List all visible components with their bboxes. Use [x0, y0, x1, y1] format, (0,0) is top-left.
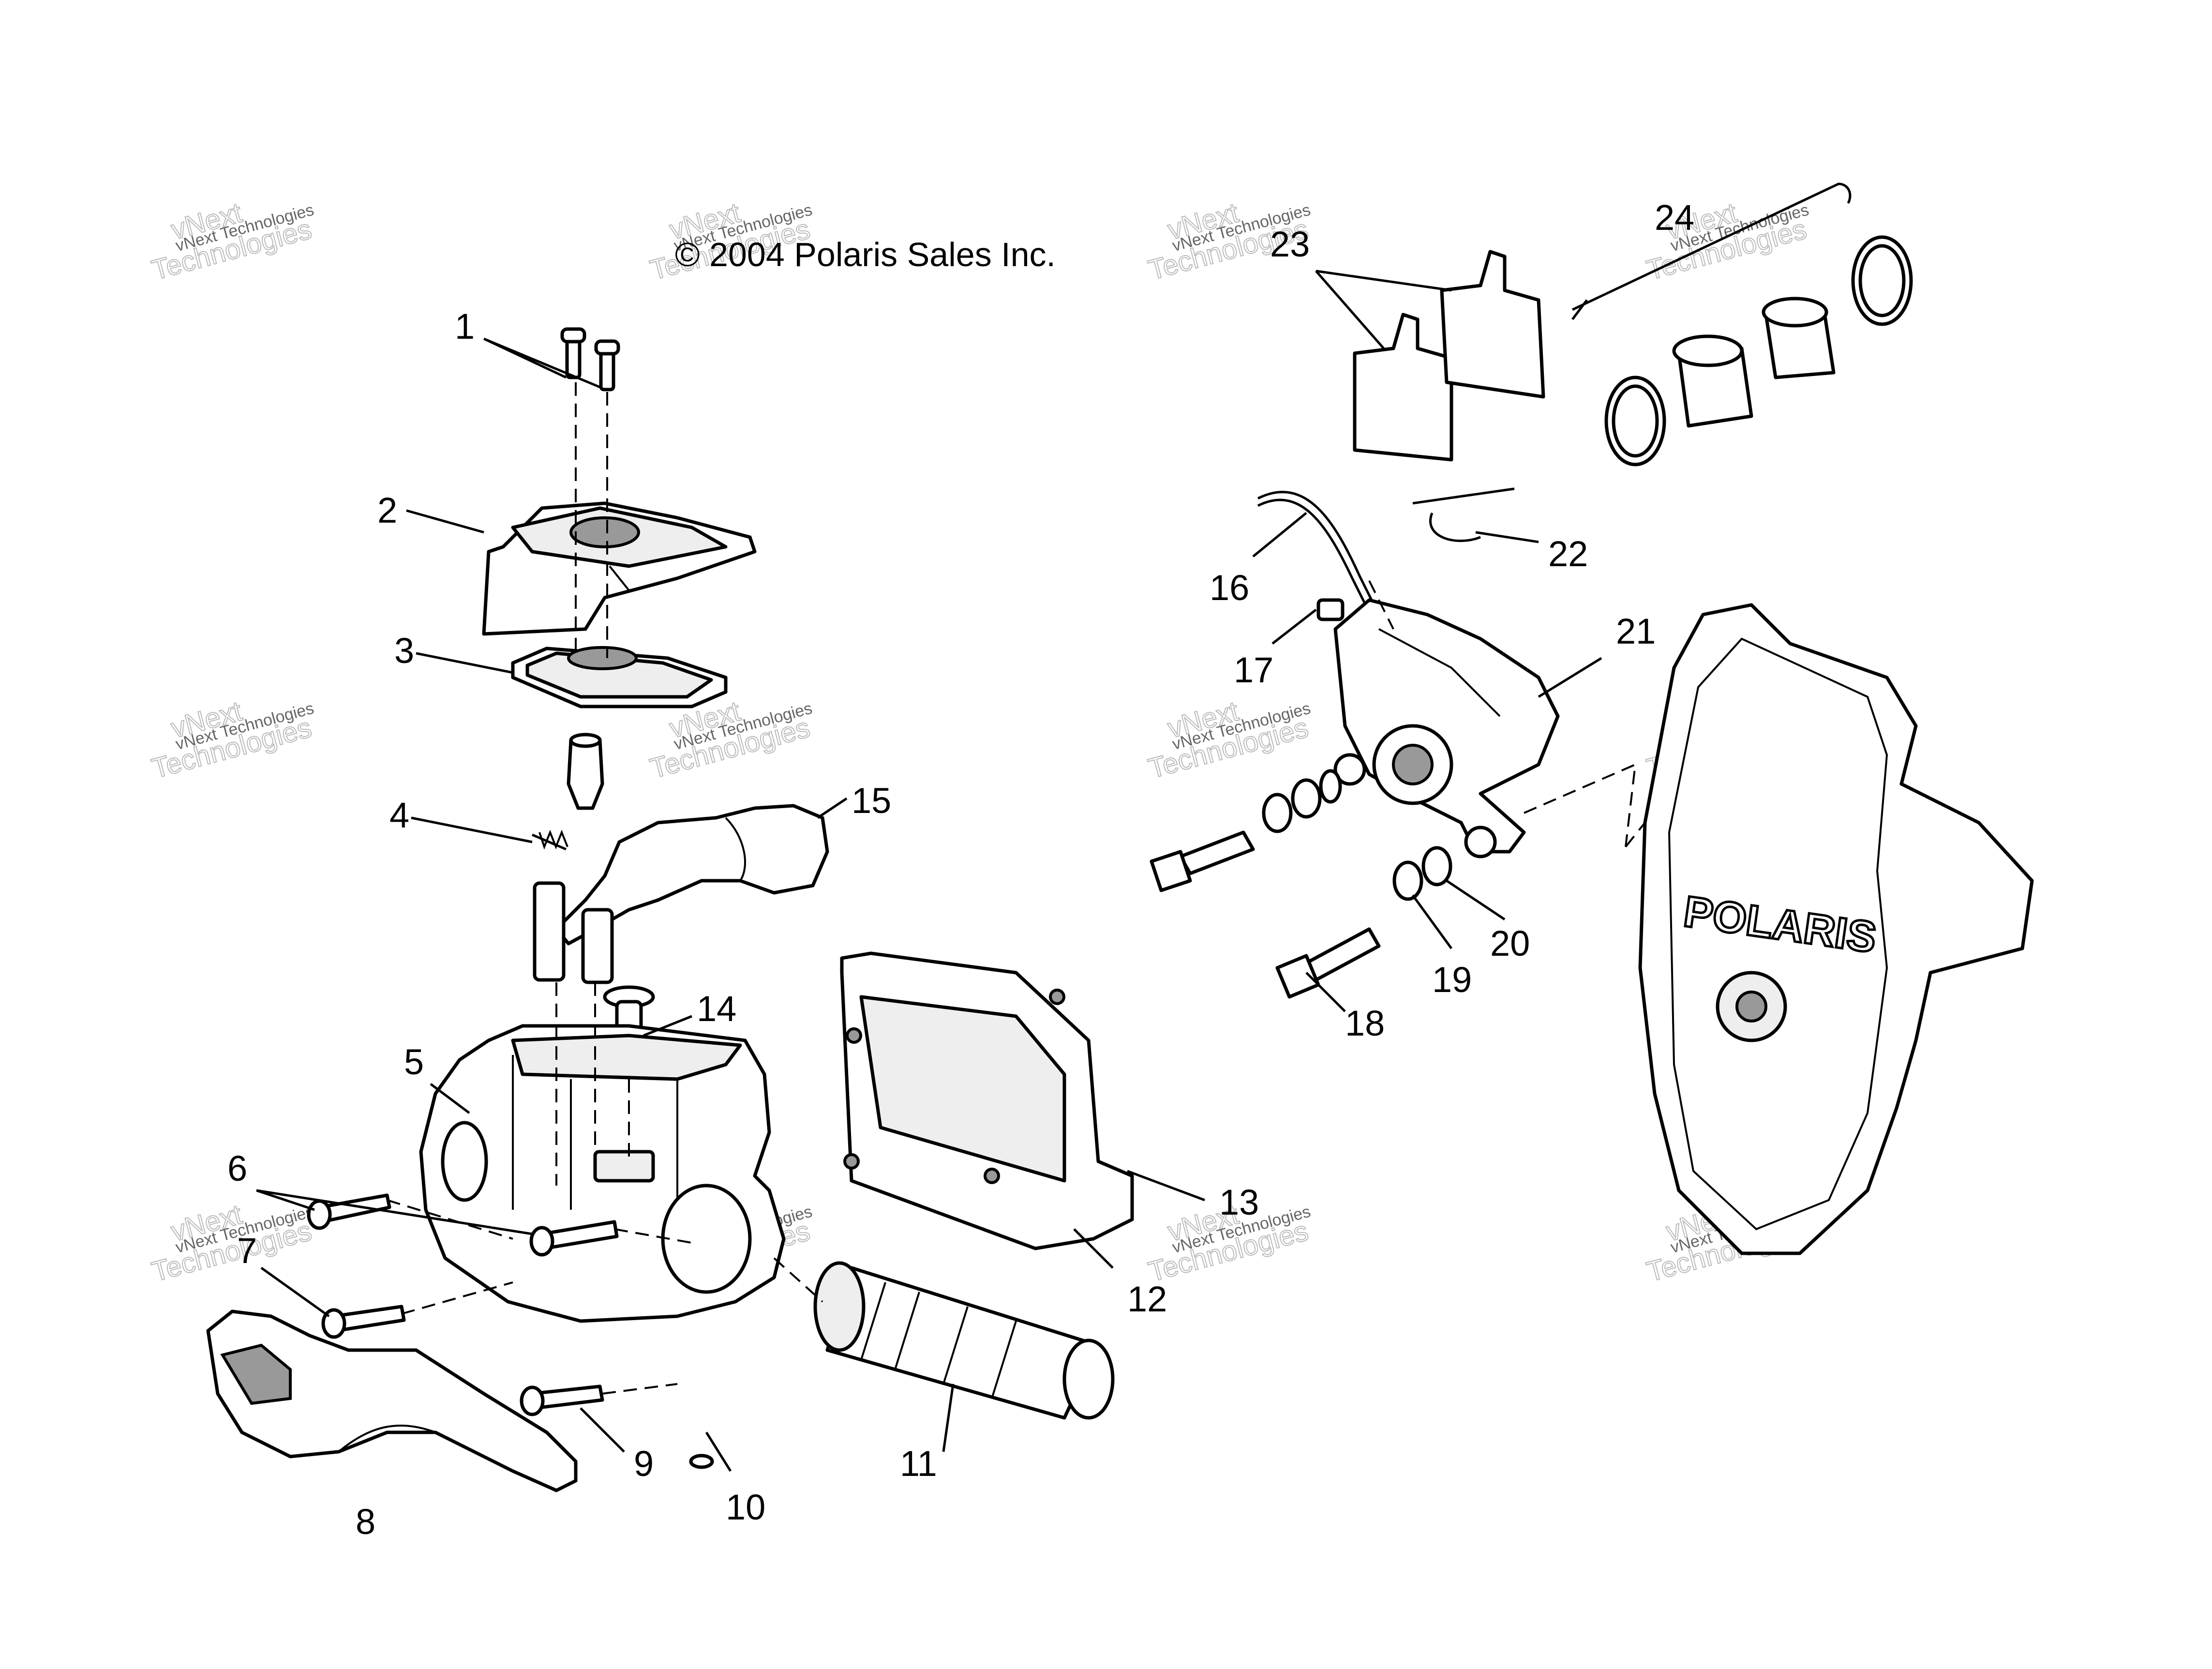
bolt-upper: [1150, 769, 1342, 892]
callout-9: 9: [634, 1443, 654, 1484]
callout-11: 11: [900, 1443, 937, 1484]
part-9-screw: [520, 1384, 604, 1416]
callout-1: 1: [455, 306, 475, 346]
callout-3: 3: [394, 631, 414, 671]
part-4-spring: [532, 829, 568, 851]
part-19-washer: [1392, 860, 1423, 901]
part-17-bleeder: [1316, 598, 1345, 621]
part-12-cover: [840, 951, 1134, 1250]
callout-5: 5: [404, 1042, 424, 1082]
part-6-screw: [307, 1193, 391, 1230]
callout-10: 10: [726, 1487, 765, 1527]
callout-19: 19: [1432, 960, 1472, 1000]
part-18-bolt: [1275, 927, 1381, 999]
watermark: vNext Technologies vNext Technologies: [148, 196, 316, 286]
part-5-housing: [419, 1024, 786, 1323]
callout-16: 16: [1210, 568, 1249, 608]
part-6-screw-b: [529, 1220, 619, 1257]
watermark: vNext Technologies vNext Technologies: [148, 695, 316, 785]
callout-24: 24: [1655, 197, 1694, 238]
part-8-brake-lever: [206, 1309, 578, 1492]
part-21-caliper: [1333, 598, 1560, 858]
part-23-brake-pads: [1353, 250, 1545, 462]
callout-21: 21: [1616, 611, 1656, 651]
plunger: [567, 733, 604, 810]
callout-2: 2: [377, 490, 397, 530]
copyright-notice: © 2004 Polaris Sales Inc.: [675, 236, 1056, 273]
part-7-screw: [321, 1305, 406, 1339]
part-16-brake-line: [1257, 491, 1375, 608]
part-10-clip: [689, 1454, 714, 1469]
watermark: vNext Technologies vNext Technologies: [1145, 695, 1313, 785]
part-20-washer: [1421, 846, 1452, 887]
callout-14: 14: [697, 989, 736, 1029]
callout-20: 20: [1490, 923, 1530, 963]
part-2-reservoir-cover: [482, 501, 757, 636]
part-11-tube: [813, 1261, 1115, 1420]
callout-15: 15: [852, 781, 891, 821]
callout-8: 8: [356, 1502, 375, 1542]
callout-7: 7: [237, 1231, 257, 1271]
leader-lines: [256, 182, 1852, 1472]
part-24-pistons: [1604, 235, 1913, 466]
callout-12: 12: [1127, 1279, 1167, 1319]
callout-23: 23: [1270, 224, 1310, 264]
drive-cover: POLARIS: [1638, 603, 2034, 1255]
callout-22: 22: [1548, 534, 1588, 574]
callout-4: 4: [389, 795, 409, 835]
callout-6: 6: [227, 1148, 247, 1188]
part-22-pin: [1412, 487, 1515, 542]
callout-13: 13: [1219, 1182, 1259, 1222]
part-15-throttle-lever: [533, 804, 829, 984]
callout-17: 17: [1234, 650, 1273, 690]
callouts: 1 2 3 4 5 6 7 8 9 10 11 12 13 14 15 16 1…: [227, 197, 1694, 1542]
part-3-diaphragm: [511, 646, 728, 708]
part-1-screws: [560, 327, 620, 391]
callout-18: 18: [1345, 1003, 1385, 1043]
